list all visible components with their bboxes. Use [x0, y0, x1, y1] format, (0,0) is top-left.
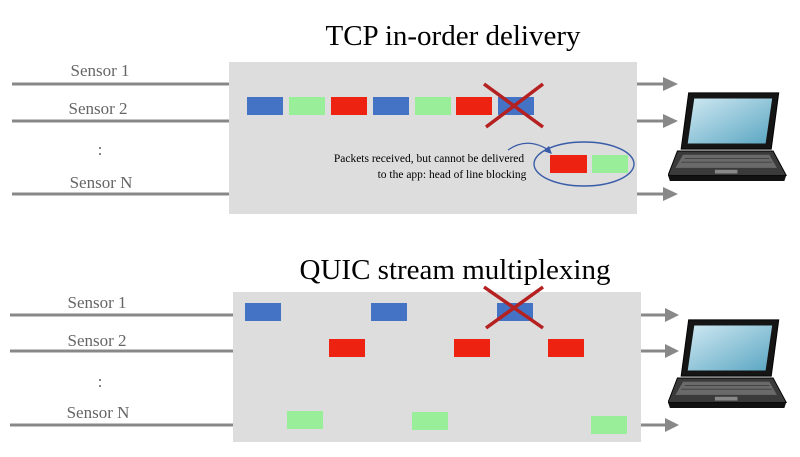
tcp-packet-row	[247, 97, 534, 115]
tcp-panel	[229, 62, 637, 214]
quic-s2-packet	[548, 339, 584, 357]
arrow-icon	[665, 308, 679, 322]
quic-s2-packet	[329, 339, 365, 357]
cross-mark-icon	[482, 82, 545, 129]
laptop-icon	[668, 319, 787, 409]
tcp-ellipsis: :	[98, 140, 103, 159]
tcp-packet	[415, 97, 451, 115]
quic-stream-2-packets	[329, 339, 584, 357]
tcp-sensor-2-label: Sensor 2	[68, 99, 127, 118]
tcp-sensor-n-label: Sensor N	[70, 173, 133, 192]
tcp-packet	[247, 97, 283, 115]
quic-s2-packet	[454, 339, 490, 357]
tcp-packet	[289, 97, 325, 115]
quic-sensor-2-label: Sensor 2	[67, 331, 126, 350]
tcp-buffered-packet	[592, 155, 628, 173]
arrow-icon	[665, 418, 679, 432]
arrow-icon	[663, 77, 678, 91]
quic-sn-packet	[287, 411, 323, 429]
tcp-packet	[331, 97, 367, 115]
quic-sn-packet	[591, 416, 627, 434]
tcp-annotation-line-2: to the app: head of line blocking	[378, 169, 527, 181]
tcp-sensor-1-label: Sensor 1	[70, 61, 129, 80]
quic-s1-packet	[371, 303, 407, 321]
tcp-annotation-line-1: Packets received, but cannot be delivere…	[334, 153, 525, 165]
quic-sensor-n-label: Sensor N	[67, 403, 130, 422]
quic-section: QUIC stream multiplexing Sensor 1 Sensor…	[10, 254, 787, 442]
arrow-icon	[665, 344, 679, 358]
quic-output-arrows	[641, 308, 679, 432]
tcp-section: TCP in-order delivery Sensor 1 Sensor 2 …	[12, 20, 787, 214]
quic-ellipsis: :	[98, 372, 103, 391]
tcp-buffer-ellipse	[533, 141, 635, 187]
quic-sensor-1-label: Sensor 1	[67, 293, 126, 312]
quic-sn-packet	[412, 412, 448, 430]
tcp-output-arrows	[637, 77, 678, 201]
quic-stream-n-packets	[287, 411, 627, 434]
laptop-icon	[668, 92, 787, 182]
arrow-icon	[663, 114, 678, 128]
tcp-buffered-packet	[550, 155, 587, 173]
tcp-packet	[456, 97, 492, 115]
cross-mark-icon	[483, 285, 545, 330]
tcp-packet	[373, 97, 409, 115]
quic-s1-packet	[245, 303, 281, 321]
tcp-title: TCP in-order delivery	[325, 20, 581, 52]
quic-title: QUIC stream multiplexing	[300, 254, 611, 286]
arrow-icon	[663, 187, 678, 201]
